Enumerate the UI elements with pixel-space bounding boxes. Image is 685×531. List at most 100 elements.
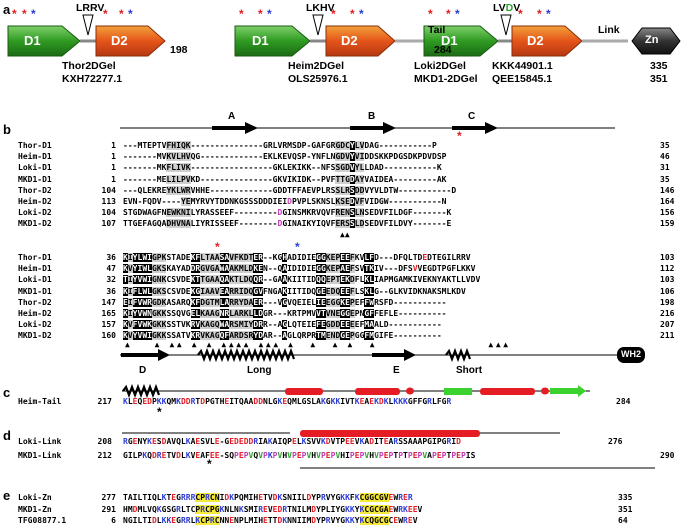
sequence-end: 146 bbox=[660, 185, 675, 195]
strand-c-arrow bbox=[452, 122, 498, 134]
sequence-residues: -------MKFLIVK-----------------GKLEKIKK-… bbox=[123, 163, 442, 173]
heim-tail-label: Tail bbox=[428, 24, 446, 36]
star-marker: * bbox=[103, 7, 108, 21]
loki-d1-label: D1 bbox=[441, 33, 458, 48]
sequence-name: MKD1-D1 bbox=[18, 286, 52, 296]
mkd1-name: MKD1-2DGel bbox=[414, 73, 478, 85]
mkd1-length: 351 bbox=[650, 73, 668, 85]
heim-d2-domain bbox=[325, 25, 396, 57]
sequence-name: Loki-D1 bbox=[18, 275, 52, 285]
strand-green-2 bbox=[550, 385, 586, 397]
sequence-start: 107 bbox=[101, 219, 116, 229]
sequence-residues: NGILTIDLKKEGRRLKCPRCNNENPLMIHETTDKNNIIMD… bbox=[123, 516, 418, 525]
triangle-marker: ▲▲ bbox=[340, 230, 350, 239]
sequence-end: 351 bbox=[618, 504, 633, 514]
helix-long bbox=[197, 347, 296, 363]
sequence-start: 1 bbox=[111, 152, 116, 162]
sequence-start: 32 bbox=[106, 275, 116, 285]
sequence-start: 217 bbox=[97, 397, 112, 406]
sequence-start: 147 bbox=[101, 297, 116, 307]
sequence-start: 113 bbox=[101, 196, 116, 206]
thor-length: 198 bbox=[170, 44, 188, 56]
heim-d1-domain bbox=[234, 25, 311, 57]
loki-accession: KKK44901.1 bbox=[492, 60, 553, 72]
loki-d1-domain bbox=[423, 25, 499, 57]
panel-a-domain-diagrams bbox=[7, 14, 681, 57]
sequence-residues: -------MELILPVKD---------------GKVIKIDK-… bbox=[123, 174, 447, 184]
panel-a-label: a bbox=[3, 2, 11, 17]
wh2-box bbox=[617, 347, 645, 363]
thor-d2-domain bbox=[95, 25, 166, 57]
helix-red-5 bbox=[541, 387, 549, 395]
sequence-name: Loki-D1 bbox=[18, 163, 52, 173]
sequence-end: 211 bbox=[660, 331, 675, 341]
loki-motif-marker bbox=[500, 14, 512, 36]
sequence-end: 207 bbox=[660, 320, 675, 330]
sequence-start: 1 bbox=[111, 174, 116, 184]
star-marker: * bbox=[457, 129, 462, 143]
sequence-end: 216 bbox=[660, 308, 675, 318]
strand-e-arrow bbox=[372, 349, 416, 361]
loki-zn-label: Zn bbox=[645, 34, 659, 46]
sequence-residues: KLEQEDPKKQMKDDRTDPGTHEITQAADDNLGKEQMLGSL… bbox=[123, 397, 452, 406]
loki-name: Loki2DGel bbox=[414, 60, 466, 72]
loki-d2-domain bbox=[511, 25, 583, 57]
sequence-residues: RGENYKESDAVQLKAESVLE-GEDEDDRIAKAIQPELKSV… bbox=[123, 437, 461, 446]
sequence-end: 164 bbox=[660, 196, 675, 206]
tail-helix bbox=[122, 383, 161, 399]
sequence-residues: HMDMLVQKGSGRLTCPRCPGKNLNKSMIREVEDRTNILMD… bbox=[123, 504, 423, 514]
star-marker: * bbox=[215, 240, 220, 254]
sequence-start: 277 bbox=[101, 493, 116, 502]
triangle-row: ▲ ▲ ▲▲ ▲ ▲ ▲▲▲▲ ▲▲▲ ▲ ▲ ▲ ▲ ▲ ▲▲▲ bbox=[125, 340, 511, 349]
sequence-start: 157 bbox=[101, 320, 116, 330]
mkd1-accession: QEE15845.1 bbox=[492, 73, 553, 85]
heim-accession: OLS25976.1 bbox=[288, 73, 348, 85]
helix-short-label: Short bbox=[456, 365, 483, 376]
sequence-name: Heim-D1 bbox=[18, 152, 52, 162]
sequence-end: 198 bbox=[660, 297, 675, 307]
loki-motif-label: LVDV bbox=[493, 2, 521, 14]
sequence-residues: ---QLEKREYKLWRVHHE-------------GDDTFFAEV… bbox=[123, 185, 457, 195]
sequence-name: Loki-Link bbox=[18, 437, 62, 446]
sequence-end: 335 bbox=[618, 493, 633, 502]
sequence-name: TFG08877.1 bbox=[18, 516, 67, 525]
star-marker: * bbox=[350, 7, 355, 21]
panel-c-secondary-structure bbox=[122, 383, 590, 399]
helix-red-2 bbox=[355, 388, 400, 395]
sequence-end: 112 bbox=[660, 264, 675, 274]
sequence-start: 6 bbox=[111, 516, 116, 525]
sequence-name: Thor-D2 bbox=[18, 185, 52, 195]
thor-d1-label: D1 bbox=[24, 33, 41, 48]
wh2-label: WH2 bbox=[621, 349, 641, 359]
sequence-start: 1 bbox=[111, 141, 116, 150]
sequence-end: 159 bbox=[660, 219, 675, 229]
sequence-residues: TAILTIQLKTEGRRRCPRCNIDKPQMIHETVDKSNIILDY… bbox=[123, 493, 413, 502]
sequence-residues: -------MVKVLHVQG-------------EKLKEVQSP-Y… bbox=[123, 152, 447, 162]
helix-short bbox=[445, 347, 472, 363]
heim-motif-marker bbox=[312, 14, 324, 36]
sequence-end: 276 bbox=[608, 437, 623, 446]
sequence-end: 106 bbox=[660, 286, 675, 296]
loki-d2-label: D2 bbox=[527, 33, 544, 48]
heim-motif-label: LKHV bbox=[306, 2, 335, 14]
sequence-residues: STGDWAGFNEWKNILYRASSEEF---------DGINSMKR… bbox=[123, 208, 452, 218]
sequence-name: Thor-D1 bbox=[18, 253, 52, 262]
sequence-start: 160 bbox=[101, 331, 116, 341]
sequence-end: 35 bbox=[660, 141, 670, 150]
helix-red-1 bbox=[285, 388, 323, 395]
star-marker: * bbox=[31, 7, 36, 21]
loki-length: 335 bbox=[650, 60, 668, 72]
star-marker: * bbox=[546, 7, 551, 21]
sequence-start: 47 bbox=[106, 264, 116, 274]
secondary-structure-top bbox=[120, 122, 615, 134]
heim-d2-label: D2 bbox=[341, 33, 358, 48]
loki-link-label: Link bbox=[598, 24, 620, 36]
sequence-start: 212 bbox=[97, 451, 112, 460]
sequence-residues: KVFVWKGKKSSTVKRVKAGQWARSMIYDRR--AGLQTEIE… bbox=[123, 320, 442, 330]
strand-green-1 bbox=[444, 388, 472, 395]
sequence-name: MKD1-Zn bbox=[18, 504, 52, 514]
sequence-start: 36 bbox=[106, 253, 116, 262]
sequence-name: Thor-D1 bbox=[18, 141, 52, 150]
panel-c-label: c bbox=[3, 385, 11, 400]
